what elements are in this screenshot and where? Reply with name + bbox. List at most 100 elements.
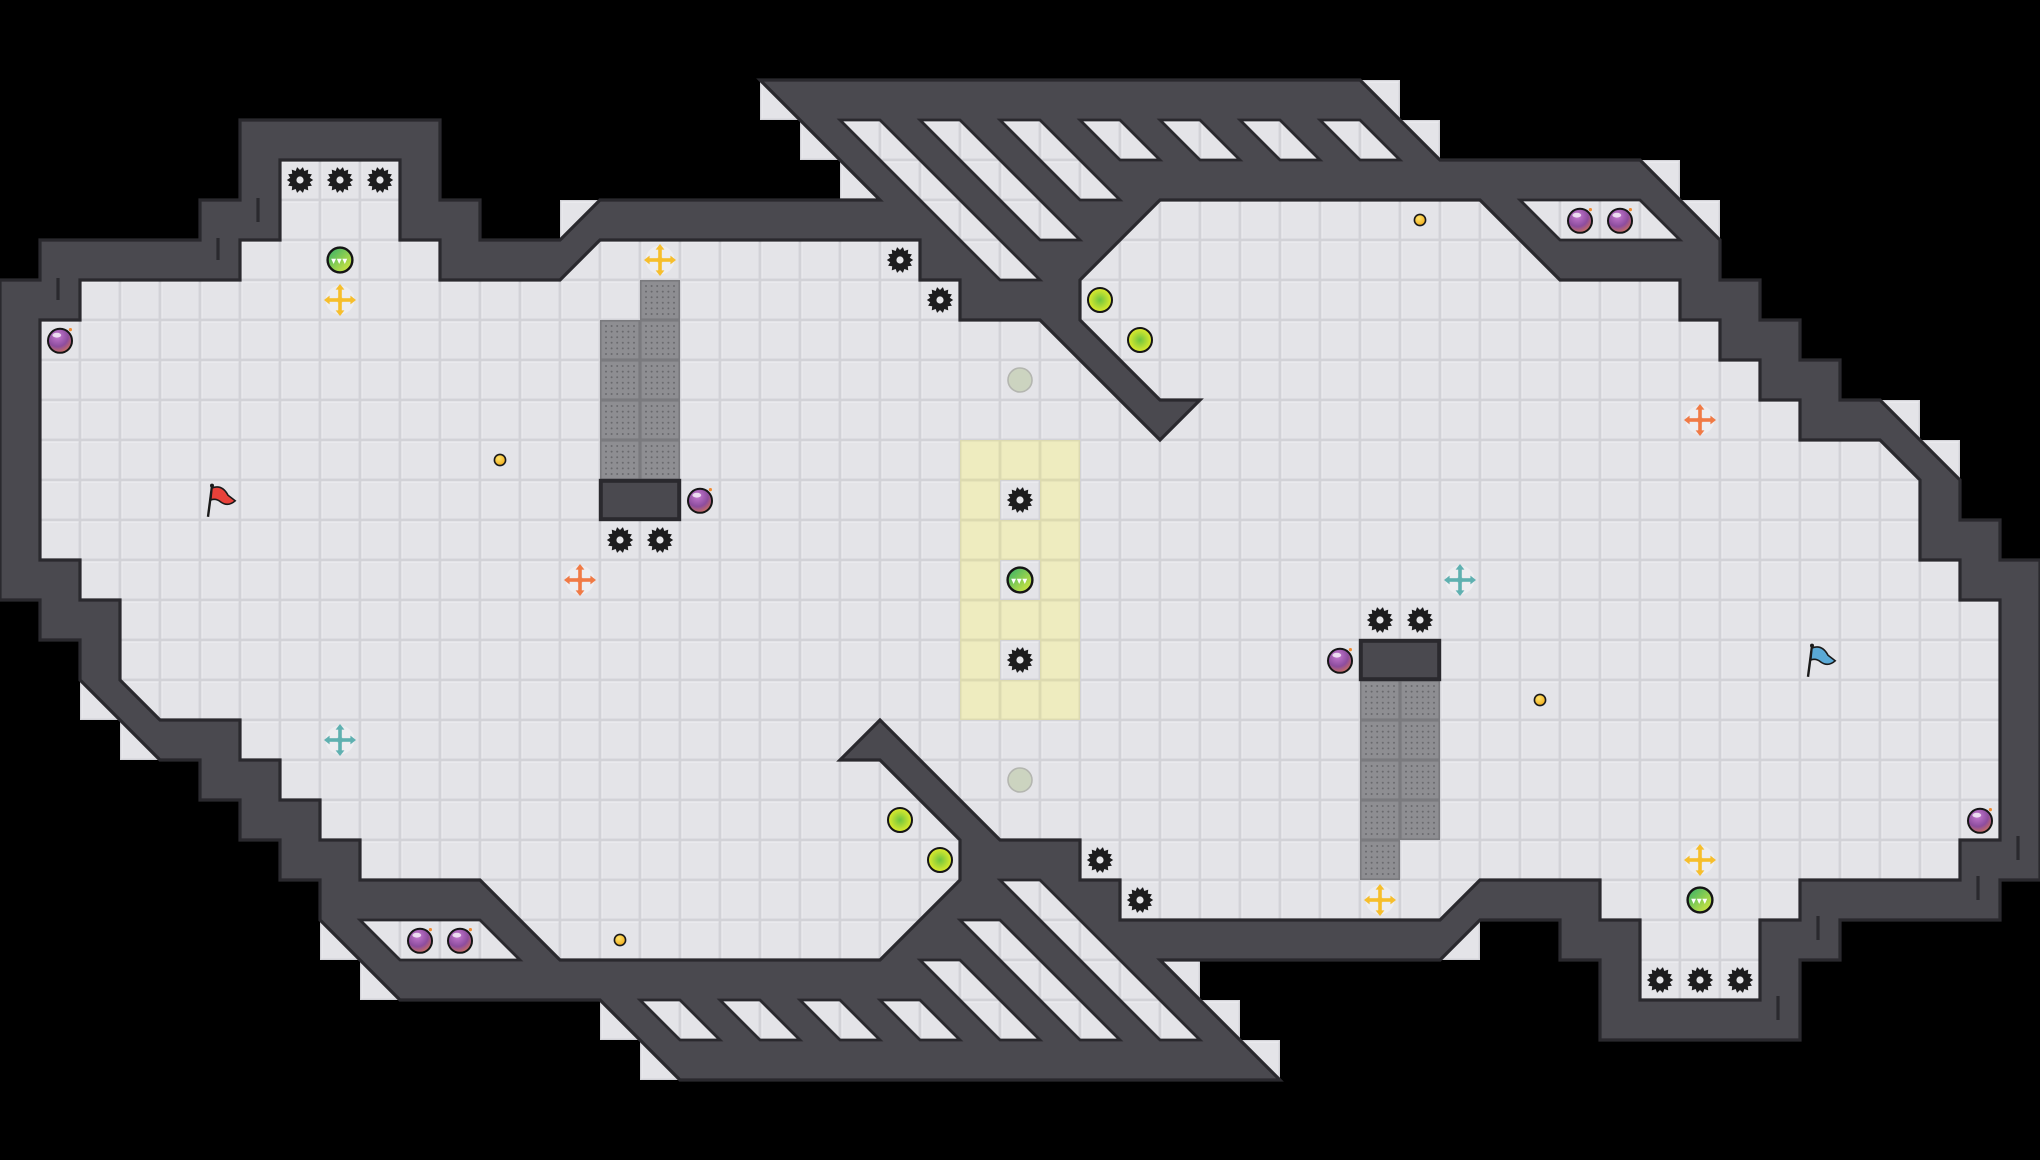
- wall-gap-floor: [916, 118, 1084, 242]
- highlight-tile: [1040, 600, 1080, 640]
- spike-gear-icon: [1366, 607, 1394, 633]
- bomb-icon: [1567, 207, 1594, 234]
- floor-overlay-layer: [356, 118, 1684, 1042]
- coin-icon: [1413, 213, 1427, 227]
- move-arrows-yellow-icon: [1684, 844, 1716, 876]
- grate-tile: [640, 280, 680, 320]
- grate-tile: [1400, 800, 1440, 840]
- spike-gear-icon: [1086, 847, 1114, 873]
- grate-tile: [1360, 720, 1400, 760]
- spike-gear-icon: [646, 527, 674, 553]
- lime-orb-icon: [1087, 286, 1114, 313]
- highlight-tile: [960, 680, 1000, 720]
- bomb-icon: [446, 927, 473, 954]
- move-arrows-yellow-icon: [1364, 884, 1396, 916]
- chomper-ball-icon: [326, 246, 354, 274]
- grate-tile: [600, 440, 640, 480]
- spike-gear-icon: [1006, 487, 1034, 513]
- spike-gear-icon: [886, 247, 914, 273]
- chomper-ball-icon: [1006, 566, 1034, 594]
- wall-gap-floor: [796, 998, 884, 1042]
- wall-gap-floor: [716, 998, 804, 1042]
- wall-gap-floor: [956, 918, 1124, 1042]
- wall-gap-floor: [1156, 118, 1244, 162]
- highlight-tile: [960, 640, 1000, 680]
- spike-gear-icon: [326, 167, 354, 193]
- highlight-tile: [1040, 520, 1080, 560]
- start-flag-icon: [206, 483, 237, 517]
- grate-tile: [640, 400, 680, 440]
- chomper-ball-icon: [1686, 886, 1714, 914]
- wall-gap-floor: [996, 118, 1124, 202]
- grate-tile: [1400, 760, 1440, 800]
- wall-gap-floor: [836, 118, 1044, 282]
- wall-gap-floor: [916, 958, 1044, 1042]
- grate-tile: [1360, 680, 1400, 720]
- ghost-orb-icon: [1007, 367, 1033, 393]
- spike-gear-icon: [1686, 967, 1714, 993]
- move-arrows-teal-icon: [1444, 564, 1476, 596]
- highlight-tile: [960, 560, 1000, 600]
- solid-block: [598, 478, 682, 522]
- highlight-tile: [1000, 440, 1040, 480]
- wall-gap-floor: [1236, 118, 1324, 162]
- wall-gap-floor: [636, 998, 724, 1042]
- grate-tile: [600, 360, 640, 400]
- highlight-tile: [1040, 640, 1080, 680]
- grate-tile: [1360, 800, 1400, 840]
- wall-gap-floor: [356, 918, 524, 962]
- coin-icon: [1533, 693, 1547, 707]
- grate-tile: [1360, 840, 1400, 880]
- spike-gear-icon: [1126, 887, 1154, 913]
- highlight-tile: [1040, 560, 1080, 600]
- wall-gap-floor: [1516, 198, 1684, 242]
- lime-orb-icon: [1127, 326, 1154, 353]
- grate-tile: [600, 320, 640, 360]
- bomb-icon: [687, 487, 714, 514]
- spike-gear-icon: [1726, 967, 1754, 993]
- move-arrows-yellow-icon: [324, 284, 356, 316]
- wall-gap-floor: [1316, 118, 1404, 162]
- spike-gear-icon: [606, 527, 634, 553]
- grate-tile: [1360, 760, 1400, 800]
- bomb-icon: [47, 327, 74, 354]
- goal-flag-icon: [1806, 643, 1837, 677]
- bomb-icon: [1607, 207, 1634, 234]
- spike-gear-icon: [926, 287, 954, 313]
- solid-block: [1358, 638, 1442, 682]
- highlight-tile: [960, 440, 1000, 480]
- spike-gear-icon: [366, 167, 394, 193]
- grate-tile: [1400, 720, 1440, 760]
- grate-tile: [600, 400, 640, 440]
- grate-tile: [640, 360, 680, 400]
- move-arrows-yellow-icon: [644, 244, 676, 276]
- move-arrows-teal-icon: [324, 724, 356, 756]
- move-arrows-orange-icon: [564, 564, 596, 596]
- spike-gear-icon: [1406, 607, 1434, 633]
- grate-tile: [640, 320, 680, 360]
- highlight-tile: [1000, 520, 1040, 560]
- wall-gap-floor: [996, 878, 1204, 1042]
- coin-icon: [613, 933, 627, 947]
- grate-tile: [640, 440, 680, 480]
- highlight-tile: [960, 520, 1000, 560]
- highlight-tile: [1000, 600, 1040, 640]
- highlight-tile: [1040, 680, 1080, 720]
- spike-gear-icon: [1006, 647, 1034, 673]
- grate-tile: [1400, 680, 1440, 720]
- bomb-icon: [1327, 647, 1354, 674]
- highlight-tile: [1040, 480, 1080, 520]
- bomb-icon: [406, 927, 433, 954]
- bomb-icon: [1967, 807, 1994, 834]
- lime-orb-icon: [887, 807, 914, 834]
- highlight-tile: [1040, 440, 1080, 480]
- move-arrows-orange-icon: [1684, 404, 1716, 436]
- coin-icon: [493, 453, 507, 467]
- spike-gear-icon: [286, 167, 314, 193]
- highlight-tile: [1000, 680, 1040, 720]
- highlight-tile: [960, 600, 1000, 640]
- spike-gear-icon: [1646, 967, 1674, 993]
- wall-gap-floor: [1076, 118, 1164, 162]
- object-layer: [47, 167, 1994, 993]
